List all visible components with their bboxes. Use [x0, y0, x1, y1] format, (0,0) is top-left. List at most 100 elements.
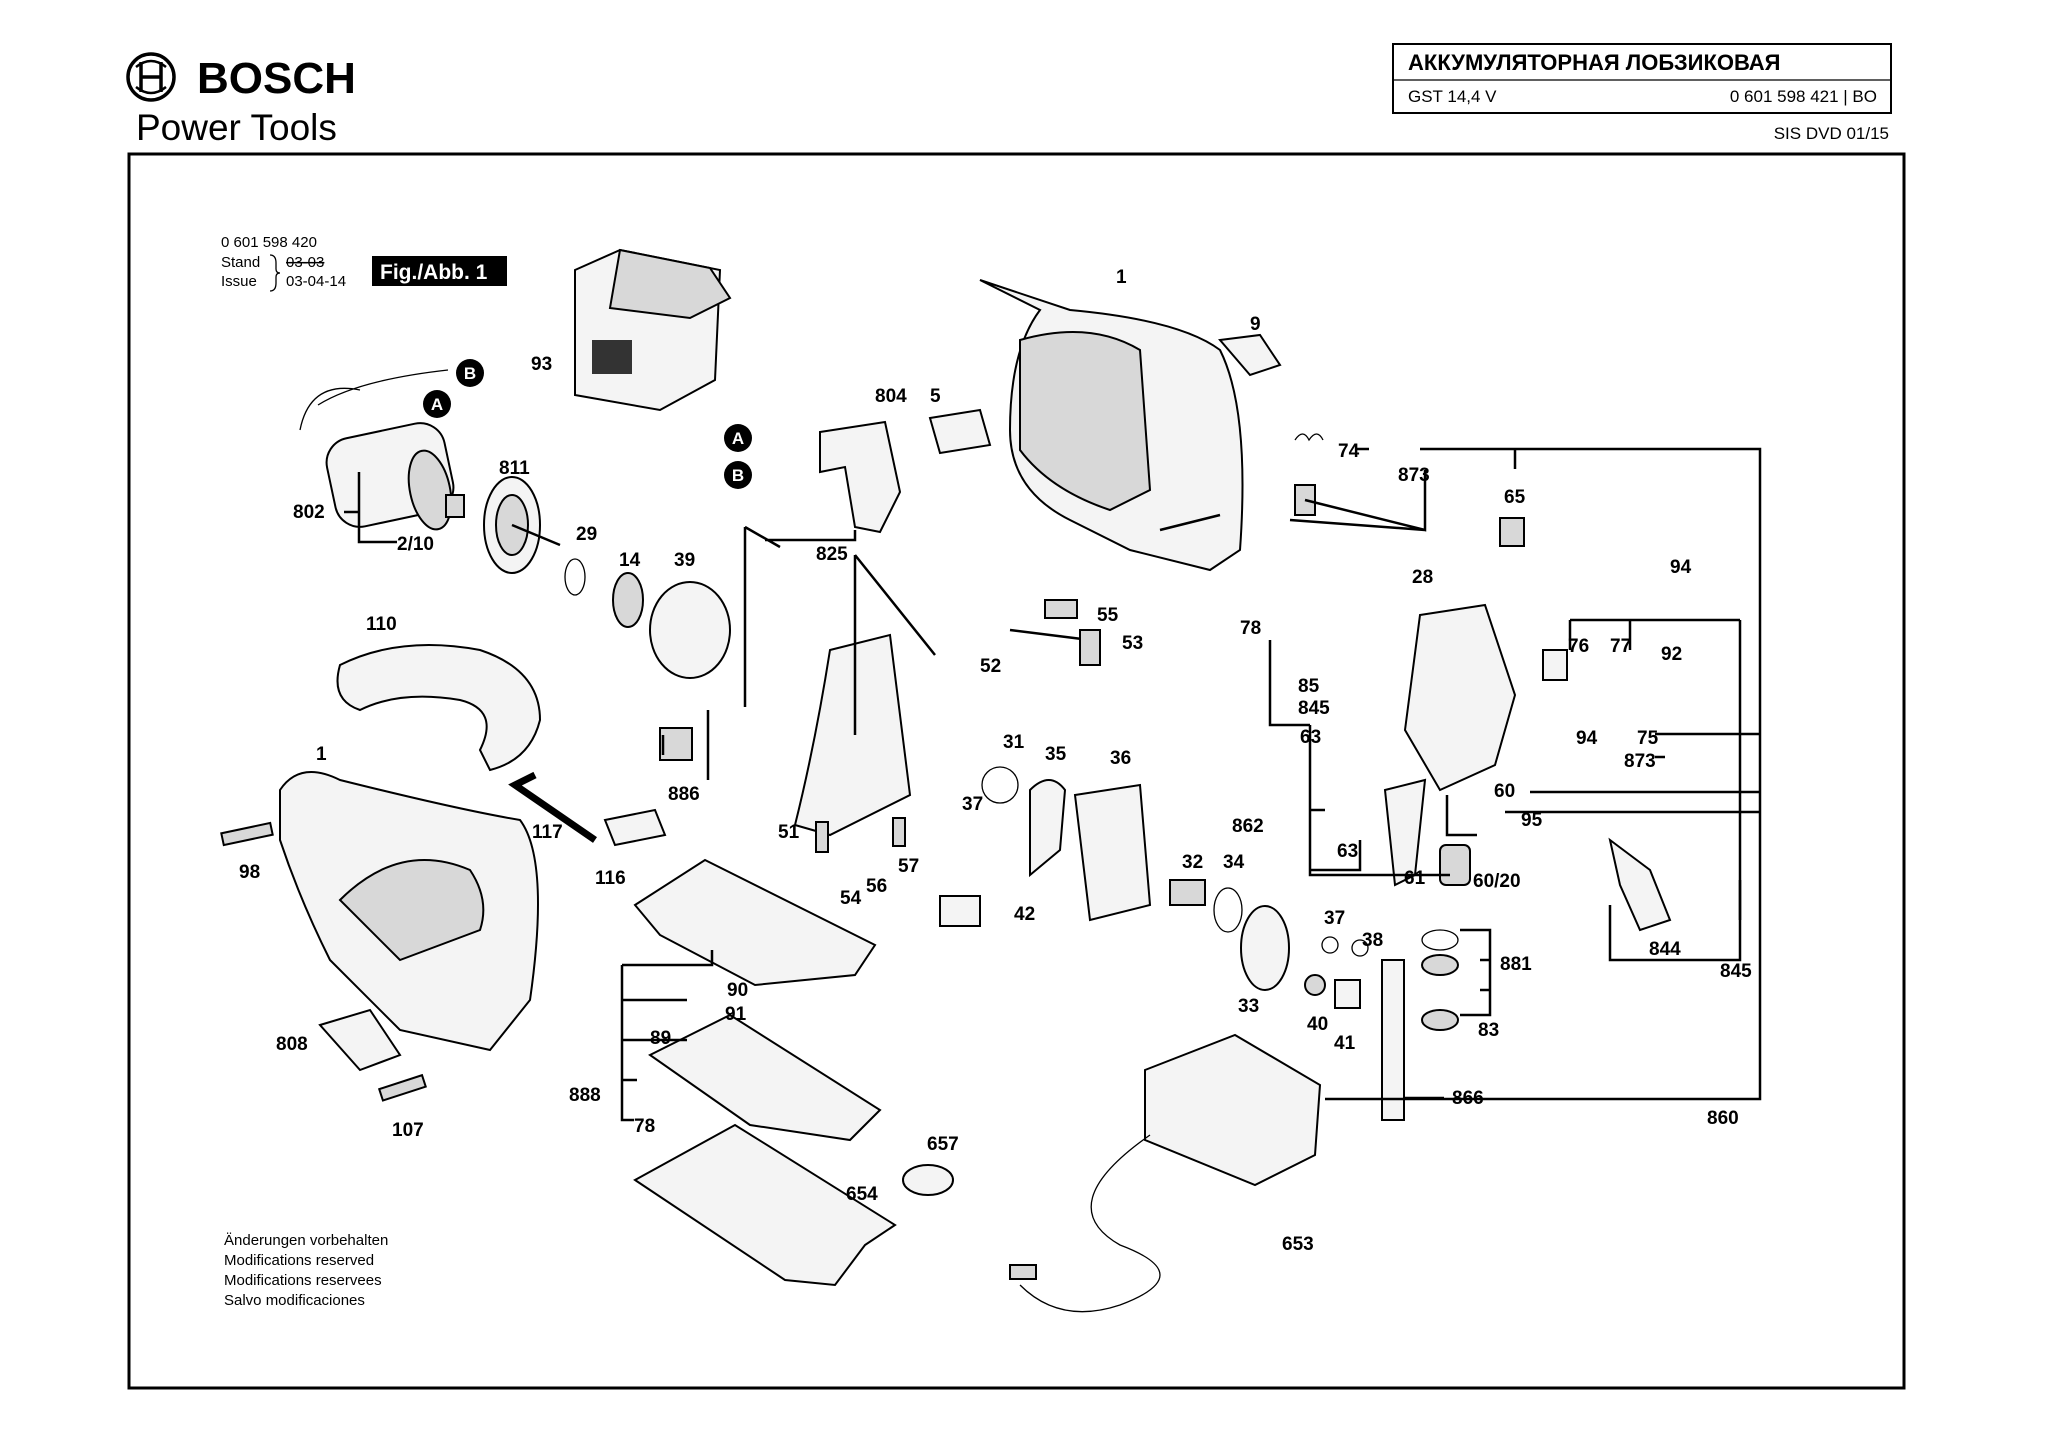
label-881: 881	[1500, 954, 1532, 975]
footer-note-fr: Modifications reservees	[224, 1272, 382, 1289]
leader-lines	[344, 447, 1762, 1122]
label-808: 808	[276, 1034, 308, 1055]
screw-107-drawing	[377, 1073, 427, 1102]
label-35: 35	[1045, 744, 1067, 765]
label-78-a: 78	[1240, 618, 1261, 639]
part-53-drawing	[1079, 629, 1101, 666]
label-90: 90	[727, 980, 748, 1001]
label-116: 116	[595, 868, 626, 889]
label-plate-drawing	[1218, 333, 1282, 377]
label-56: 56	[866, 876, 887, 897]
footer-note-de: Änderungen vorbehalten	[224, 1232, 388, 1249]
nut-886-drawing	[659, 727, 693, 761]
title-block: АККУМУЛЯТОРНАЯ ЛОБЗИКОВАЯ GST 14,4 V 0 6…	[1392, 43, 1892, 114]
label-873-b: 873	[1624, 751, 1656, 772]
label-60: 60	[1494, 781, 1515, 802]
label-845-a: 845	[1298, 698, 1330, 719]
label-845-b: 845	[1720, 961, 1752, 982]
svg-text:A: A	[732, 429, 744, 448]
plate-36-drawing	[1073, 783, 1152, 922]
disc-39-drawing	[649, 581, 731, 679]
figure-ref-number: 0 601 598 420	[221, 234, 317, 251]
issue-label: Issue	[221, 273, 257, 290]
bosch-logo	[126, 52, 176, 102]
label-9: 9	[1250, 314, 1261, 335]
label-811: 811	[499, 458, 530, 479]
label-61: 61	[1404, 868, 1426, 889]
pin-51-drawing	[815, 821, 829, 853]
label-866: 866	[1452, 1088, 1484, 1109]
label-75: 75	[1637, 728, 1659, 749]
part-number: 0 601 598 421 | BO	[1730, 87, 1877, 106]
pin-57-drawing	[892, 817, 906, 847]
label-52: 52	[980, 656, 1001, 677]
label-63-b: 63	[1337, 841, 1358, 862]
washer-37-drawing	[1321, 936, 1339, 954]
label-1-top: 1	[1116, 267, 1127, 288]
label-53: 53	[1122, 633, 1143, 654]
label-78-b: 78	[634, 1116, 655, 1137]
plate-808-drawing	[318, 1008, 402, 1072]
housing-top-drawing	[979, 279, 1244, 572]
label-89: 89	[650, 1028, 671, 1049]
footer-note-es: Salvo modificaciones	[224, 1292, 365, 1309]
label-91: 91	[725, 1004, 747, 1025]
label-85: 85	[1298, 676, 1320, 697]
brace	[269, 254, 281, 292]
label-14: 14	[619, 550, 641, 571]
base-plate-drawing	[633, 858, 897, 1287]
label-54: 54	[840, 888, 862, 909]
label-107: 107	[392, 1120, 424, 1141]
housing-side-drawing	[279, 771, 539, 1052]
stand-label: Stand	[221, 254, 260, 271]
label-36: 36	[1110, 748, 1131, 769]
label-57: 57	[898, 856, 919, 877]
figure-tag: Fig./Abb. 1	[380, 261, 488, 284]
label-653: 653	[1282, 1234, 1314, 1255]
label-33: 33	[1238, 996, 1259, 1017]
stand-value: 03-03	[286, 254, 324, 271]
hex-key-drawing	[508, 771, 597, 843]
connector-a-badge-top: A	[423, 390, 451, 418]
o-ring-drawing	[1213, 887, 1243, 933]
bearing-drawing	[612, 572, 644, 628]
label-657: 657	[927, 1134, 959, 1155]
label-34: 34	[1223, 852, 1245, 873]
label-28: 28	[1412, 567, 1433, 588]
label-860: 860	[1707, 1108, 1739, 1129]
label-60-20: 60/20	[1473, 871, 1521, 892]
part-number-labels: 1 1 2/10 5 9 14 28 29 31 32 33 34 35 36 …	[239, 267, 1752, 1255]
label-51: 51	[778, 822, 800, 843]
label-117: 117	[532, 822, 563, 843]
roller-41-drawing	[1334, 979, 1361, 1009]
label-825: 825	[816, 544, 848, 565]
part-42-drawing	[939, 895, 981, 927]
label-2-10: 2/10	[397, 534, 434, 555]
label-654: 654	[846, 1184, 878, 1205]
label-39: 39	[674, 550, 695, 571]
bracket-825-drawing	[793, 633, 912, 837]
label-65: 65	[1504, 487, 1526, 508]
label-38: 38	[1362, 930, 1383, 951]
grip-110-drawing	[336, 644, 542, 772]
retaining-ring-drawing	[564, 558, 586, 596]
washer-40-drawing	[1304, 974, 1326, 996]
screw-98-drawing	[220, 821, 274, 847]
connector-a-badge-switch: A	[724, 424, 752, 452]
model-name: GST 14,4 V	[1408, 87, 1497, 106]
label-802: 802	[293, 502, 325, 523]
label-63-a: 63	[1300, 727, 1321, 748]
label-844: 844	[1649, 939, 1681, 960]
issue-value: 03-04-14	[286, 273, 346, 290]
sis-version: SIS DVD 01/15	[1774, 124, 1889, 143]
label-37-a: 37	[962, 794, 983, 815]
label-1-side: 1	[316, 744, 327, 765]
label-94-a: 94	[1670, 557, 1692, 578]
label-41: 41	[1334, 1033, 1356, 1054]
svg-text:B: B	[732, 466, 744, 485]
gear-33-drawing	[1240, 905, 1290, 991]
needle-bearing-drawing	[1169, 879, 1206, 906]
connector-b-badge-top: B	[456, 359, 484, 387]
label-55: 55	[1097, 605, 1119, 626]
